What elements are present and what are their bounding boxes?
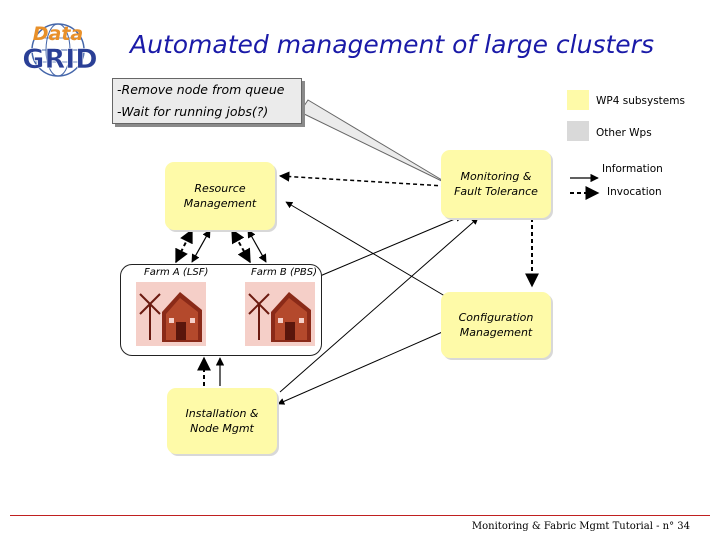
callout-line-1: -Remove node from queue (117, 82, 285, 97)
windmill-icon (139, 293, 161, 340)
arrow-monitoring-to-resource (278, 171, 446, 187)
windmill-icon (248, 293, 270, 340)
logo-top-text: Data (33, 23, 84, 45)
arrow-resource-farm-a-2 (191, 229, 211, 263)
farm-b-label: Farm B (PBS) (251, 267, 317, 278)
legend-information-label: Information (602, 163, 663, 175)
logo-bottom-text: GRID (22, 44, 97, 75)
node-resource-management: Resource Management (165, 162, 275, 230)
node-monitoring: Monitoring & Fault Tolerance (441, 150, 551, 218)
callout-pointer (299, 99, 453, 187)
node-monitoring-label: Monitoring & Fault Tolerance (454, 170, 538, 198)
farm-b-image (245, 282, 315, 346)
legend-other-label: Other Wps (596, 127, 652, 139)
arrow-config-to-resource (285, 201, 456, 303)
node-configuration: Configuration Management (441, 292, 551, 358)
arrow-config-to-installation (277, 325, 457, 405)
arrow-farms-to-monitoring (319, 215, 463, 277)
barn-icon (271, 292, 311, 342)
legend-wp4-label: WP4 subsystems (596, 95, 685, 107)
slide-title: Automated management of large clusters (130, 30, 654, 59)
farm-a-image (136, 282, 206, 346)
node-installation-label: Installation & Node Mgmt (185, 407, 259, 435)
node-configuration-label: Configuration Management (458, 311, 534, 339)
globe-icon (31, 23, 85, 77)
legend-invocation-label: Invocation (607, 186, 662, 198)
arrow-resource-farm-b-1 (231, 228, 251, 264)
farm-a-label: Farm A (LSF) (144, 267, 209, 278)
arrow-installation-to-monitoring (279, 217, 479, 393)
legend-wp4-swatch (567, 90, 589, 110)
legend-other-swatch (567, 121, 589, 141)
callout-line-2: -Wait for running jobs(?) (117, 104, 269, 119)
node-installation: Installation & Node Mgmt (167, 388, 277, 454)
node-resource-management-label: Resource Management (183, 182, 257, 210)
arrow-resource-farm-b-2 (247, 229, 267, 263)
callout-box: -Remove node from queue -Wait for runnin… (112, 78, 302, 124)
footer-text: Monitoring & Fabric Mgmt Tutorial - n° 3… (471, 521, 690, 532)
barn-icon (162, 292, 202, 342)
datagrid-logo: Data GRID (22, 23, 98, 77)
footer-divider (10, 515, 710, 516)
arrow-resource-farm-a-1 (175, 228, 193, 264)
